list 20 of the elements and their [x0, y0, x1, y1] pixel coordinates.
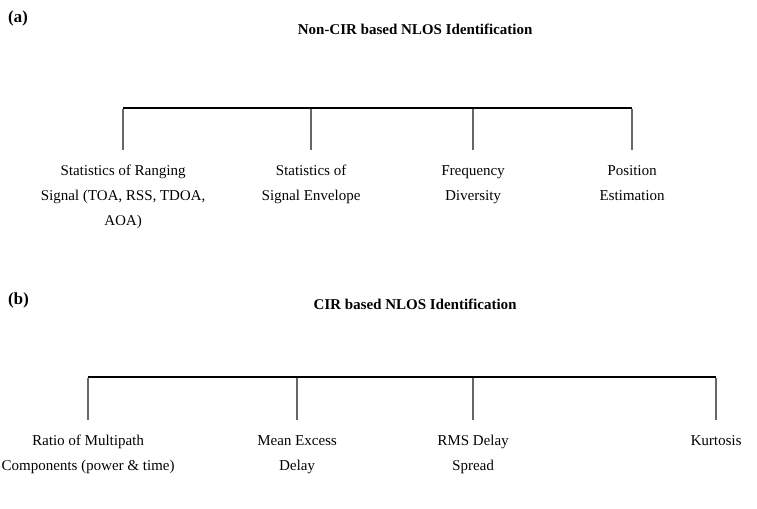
category-label: Position Estimation [598, 162, 666, 206]
category-label: Kurtosis [690, 432, 742, 451]
tree-connector [715, 378, 717, 420]
tree-connector [631, 109, 633, 150]
tree-connector [87, 378, 89, 420]
tree-heading: Non-CIR based NLOS Identification [298, 21, 532, 40]
tree-connector [122, 109, 124, 150]
category-label: RMS Delay Spread [436, 432, 510, 476]
tree-connector [472, 109, 474, 150]
panel-label: (a) [8, 6, 28, 28]
category-label: Statistics of Ranging Signal (TOA, RSS, TDOA, AOA) [40, 162, 206, 231]
tree-connector [310, 109, 312, 150]
tree-heading: CIR based NLOS Identification [314, 296, 516, 315]
category-label: Mean Excess Delay [256, 432, 338, 476]
panel-label: (b) [8, 288, 29, 310]
category-label: Ratio of Multipath Components (power & time) [0, 432, 176, 476]
tree-connector [472, 378, 474, 420]
tree-connector [296, 378, 298, 420]
category-label: Frequency Diversity [440, 162, 506, 206]
category-label: Statistics of Signal Envelope [261, 162, 361, 206]
